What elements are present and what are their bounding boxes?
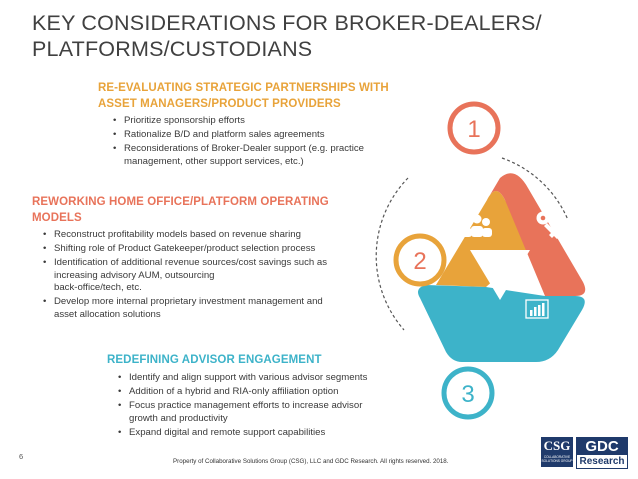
step-2-circle [393, 233, 447, 287]
ring-arc-top-right [501, 157, 569, 221]
bullet-item: Shifting role of Product Gatekeeper/prod… [42, 243, 387, 256]
section-1-heading-line-2: ASSET MANAGERS/PRODUCT PROVIDERS [98, 98, 341, 110]
slide-title: KEY CONSIDERATIONS FOR BROKER-DEALERS/ P… [32, 10, 592, 62]
chart-icon [525, 299, 549, 319]
section-3-bullets: Identify and align support with various … [117, 372, 417, 441]
ring-arc-left [375, 177, 409, 331]
bullet-item: Identify and align support with various … [117, 372, 417, 385]
bullet-item: Rationalize B/D and platform sales agree… [112, 129, 412, 142]
segment-coral [487, 173, 586, 296]
step-1-number: 1 [467, 116, 480, 143]
section-3-heading-line-1: REDEFINING ADVISOR ENGAGEMENT [107, 354, 322, 366]
step-3-circle [441, 366, 495, 420]
page-number: 6 [19, 452, 24, 461]
bullet-item: Addition of a hybrid and RIA-only affili… [117, 386, 417, 399]
csg-logo-name: CSG [543, 438, 571, 453]
slide-title-line-1: KEY CONSIDERATIONS FOR BROKER-DEALERS/ [32, 11, 542, 35]
slide-title-line-2: PLATFORMS/CUSTODIANS [32, 37, 313, 61]
bullet-item: Expand digital and remote support capabi… [117, 427, 417, 440]
gdc-logo-bottom: Research [579, 456, 625, 467]
section-1-heading-line-1: RE-EVALUATING STRATEGIC PARTNERSHIPS WIT… [98, 82, 389, 94]
section-2-heading: REWORKING HOME OFFICE/PLATFORM OPERATING… [32, 194, 329, 226]
csg-logo-tagline: COLLABORATIVE SOLUTIONS GROUP [541, 455, 573, 463]
bullet-item: Identification of additional revenue sou… [42, 257, 387, 294]
gdc-logo-top: GDC [577, 438, 627, 455]
section-2-heading-line-2: MODELS [32, 212, 82, 224]
people-icon [462, 214, 492, 237]
step-2-number: 2 [413, 248, 426, 275]
center-triangle [470, 250, 530, 300]
bullet-item: Reconstruct profitability models based o… [42, 229, 387, 242]
bullet-item: Prioritize sponsorship efforts [112, 115, 412, 128]
bullet-item: Reconsiderations of Broker-Dealer suppor… [112, 143, 412, 168]
bullet-item: Focus practice management efforts to inc… [117, 400, 417, 425]
section-1-bullets: Prioritize sponsorship efforts Rationali… [112, 115, 412, 170]
footer-copyright: Property of Collaborative Solutions Grou… [173, 458, 449, 465]
section-2-heading-line-1: REWORKING HOME OFFICE/PLATFORM OPERATING [32, 196, 329, 208]
gdc-logo: GDC Research [576, 437, 628, 469]
section-3-heading: REDEFINING ADVISOR ENGAGEMENT [107, 352, 322, 368]
bullet-item: Develop more internal proprietary invest… [42, 296, 387, 321]
csg-logo: CSG COLLABORATIVE SOLUTIONS GROUP [541, 437, 573, 467]
section-1-heading: RE-EVALUATING STRATEGIC PARTNERSHIPS WIT… [98, 80, 389, 112]
step-3-number: 3 [461, 381, 474, 408]
step-1-circle [447, 101, 501, 155]
section-2-bullets: Reconstruct profitability models based o… [42, 229, 387, 323]
key-icon [536, 211, 560, 239]
